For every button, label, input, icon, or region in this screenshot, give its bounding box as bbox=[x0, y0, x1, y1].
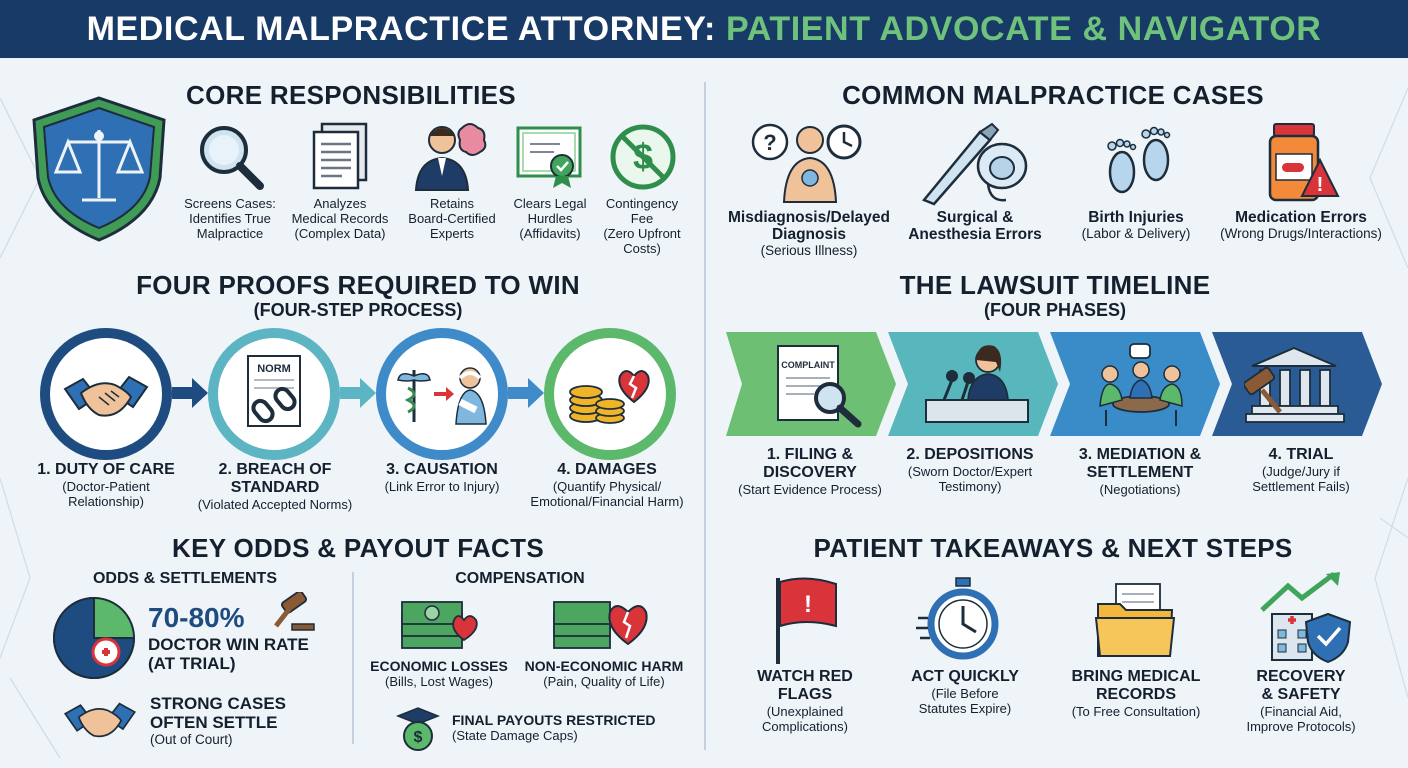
odds-settlements-heading: ODDS & SETTLEMENTS bbox=[92, 570, 277, 587]
svg-text:$: $ bbox=[414, 729, 423, 746]
takeaway-act-quickly: ACT QUICKLY (File Before Statutes Expire… bbox=[911, 668, 1019, 716]
stopwatch-icon bbox=[916, 577, 999, 660]
center-divider bbox=[704, 82, 706, 750]
svg-text:!: ! bbox=[1317, 174, 1324, 196]
proof-label-causation: 3. CAUSATION (Link Error to Injury) bbox=[384, 461, 500, 494]
win-rate-pie-icon bbox=[53, 596, 136, 679]
deposition-icon bbox=[925, 345, 1029, 423]
malpractice-cases-title: COMMON MALPRACTICE CASES bbox=[842, 80, 1264, 110]
doctor-win-rate-value: 70-80% bbox=[148, 602, 245, 633]
misdiagnosis-icon: ? bbox=[751, 123, 862, 203]
proof-arrow-1 bbox=[172, 378, 208, 408]
compensation-heading: COMPENSATION bbox=[455, 570, 585, 587]
background-network-lines bbox=[0, 87, 1408, 759]
economic-losses: ECONOMIC LOSSES (Bills, Lost Wages) bbox=[370, 658, 508, 689]
footprints-icon bbox=[1107, 126, 1171, 194]
takeaway-red-flags: WATCH RED FLAGS (Unexplained Complicatio… bbox=[757, 668, 853, 734]
settle-handshake-icon bbox=[63, 702, 137, 738]
case-surgical-errors: Surgical & Anesthesia Errors bbox=[908, 209, 1042, 243]
doctor-win-rate-label: DOCTOR WIN RATE (AT TRIAL) bbox=[148, 635, 309, 673]
case-birth-injuries: Birth Injuries (Labor & Delivery) bbox=[1081, 209, 1191, 241]
strong-cases-settle: STRONG CASES OFTEN SETTLE bbox=[150, 694, 287, 732]
documents-icon bbox=[312, 122, 368, 190]
broken-chain-icon: NORM bbox=[247, 355, 301, 427]
core-item-contingency-fee: Contingency Fee (Zero Upfront Costs) bbox=[603, 196, 681, 256]
proof-ring-duty bbox=[40, 328, 172, 460]
magnifier-icon bbox=[200, 126, 264, 190]
payouts-restricted: FINAL PAYOUTS RESTRICTED (State Damage C… bbox=[452, 712, 656, 743]
four-proofs-title: FOUR PROOFS REQUIRED TO WIN bbox=[136, 270, 580, 300]
capped-payout-icon: $ bbox=[395, 707, 441, 751]
takeaway-recovery-safety: RECOVERY & SAFETY (Financial Aid, Improv… bbox=[1246, 668, 1356, 734]
core-item-retains-experts: Retains Board-Certified Experts bbox=[408, 196, 496, 241]
norm-text: NORM bbox=[257, 363, 291, 375]
causation-icon bbox=[397, 367, 487, 425]
proof-arrow-3 bbox=[508, 378, 544, 408]
page-title-accent: PATIENT ADVOCATE & NAVIGATOR bbox=[725, 9, 1322, 48]
svg-text:!: ! bbox=[804, 591, 812, 618]
proof-label-duty: 1. DUTY OF CARE (Doctor-Patient Relation… bbox=[37, 461, 175, 509]
handshake-icon bbox=[63, 375, 149, 417]
core-item-screens-cases: Screens Cases: Identifies True Malpracti… bbox=[184, 196, 276, 241]
surgical-icon bbox=[921, 122, 1028, 206]
expert-icon bbox=[414, 123, 487, 191]
key-odds-title: KEY ODDS & PAYOUT FACTS bbox=[172, 533, 544, 563]
case-misdiagnosis: Misdiagnosis/Delayed Diagnosis (Serious … bbox=[728, 209, 890, 258]
mediation-icon bbox=[1099, 343, 1183, 426]
noneconomic-harm: NON-ECONOMIC HARM (Pain, Quality of Life… bbox=[524, 658, 684, 689]
proof-arrow-2 bbox=[340, 378, 376, 408]
noneconomic-heart-icon bbox=[553, 601, 648, 649]
proof-ring-causation bbox=[376, 328, 508, 460]
core-item-clears-hurdles: Clears Legal Hurdles (Affidavits) bbox=[513, 196, 587, 241]
svg-text:?: ? bbox=[763, 130, 776, 155]
core-item-analyzes-records: Analyzes Medical Records (Complex Data) bbox=[291, 196, 389, 241]
out-of-court-note: (Out of Court) bbox=[150, 732, 233, 747]
no-fee-icon: $ bbox=[610, 124, 676, 190]
medication-icon: ! bbox=[1268, 123, 1340, 202]
courthouse-icon bbox=[1244, 346, 1345, 423]
lawsuit-timeline-title: THE LAWSUIT TIMELINE bbox=[899, 270, 1211, 300]
case-medication-errors: Medication Errors (Wrong Drugs/Interacti… bbox=[1220, 209, 1382, 241]
patient-takeaways-title: PATIENT TAKEAWAYS & NEXT STEPS bbox=[813, 533, 1293, 563]
four-proofs-subtitle: (FOUR-STEP PROCESS) bbox=[253, 300, 463, 320]
complaint-text: COMPLAINT bbox=[781, 360, 835, 370]
takeaway-medical-records: BRING MEDICAL RECORDS (To Free Consultat… bbox=[1071, 668, 1201, 719]
folder-icon bbox=[1094, 583, 1176, 657]
complaint-icon: COMPLAINT bbox=[777, 345, 862, 428]
phase-label-trial: 4. TRIAL (Judge/Jury if Settlement Fails… bbox=[1252, 446, 1350, 494]
proof-label-breach: 2. BREACH OF STANDARD (Violated Accepted… bbox=[197, 461, 353, 512]
core-responsibilities-title: CORE RESPONSIBILITIES bbox=[186, 80, 516, 110]
phase-label-mediation: 3. MEDIATION & SETTLEMENT (Negotiations) bbox=[1078, 446, 1202, 497]
page-title: MEDICAL MALPRACTICE ATTORNEY: bbox=[86, 9, 716, 48]
justice-shield-icon bbox=[32, 96, 166, 242]
phase-label-depositions: 2. DEPOSITIONS (Sworn Doctor/Expert Test… bbox=[906, 446, 1034, 494]
damages-icon bbox=[569, 370, 650, 424]
header-banner: MEDICAL MALPRACTICE ATTORNEY: PATIENT AD… bbox=[0, 0, 1408, 58]
proof-ring-breach: NORM bbox=[208, 328, 340, 460]
proof-ring-damages bbox=[544, 328, 676, 460]
proof-label-damages: 4. DAMAGES (Quantify Physical/ Emotional… bbox=[530, 461, 684, 509]
economic-money-icon bbox=[401, 601, 478, 649]
red-flag-icon: ! bbox=[776, 577, 837, 664]
phase-label-filing: 1. FILING & DISCOVERY (Start Evidence Pr… bbox=[738, 446, 882, 497]
lawsuit-timeline-subtitle: (FOUR PHASES) bbox=[983, 300, 1126, 320]
certificate-icon bbox=[516, 126, 582, 188]
gavel-icon bbox=[274, 592, 315, 631]
odds-divider bbox=[352, 572, 354, 744]
recovery-icon bbox=[1260, 572, 1352, 664]
